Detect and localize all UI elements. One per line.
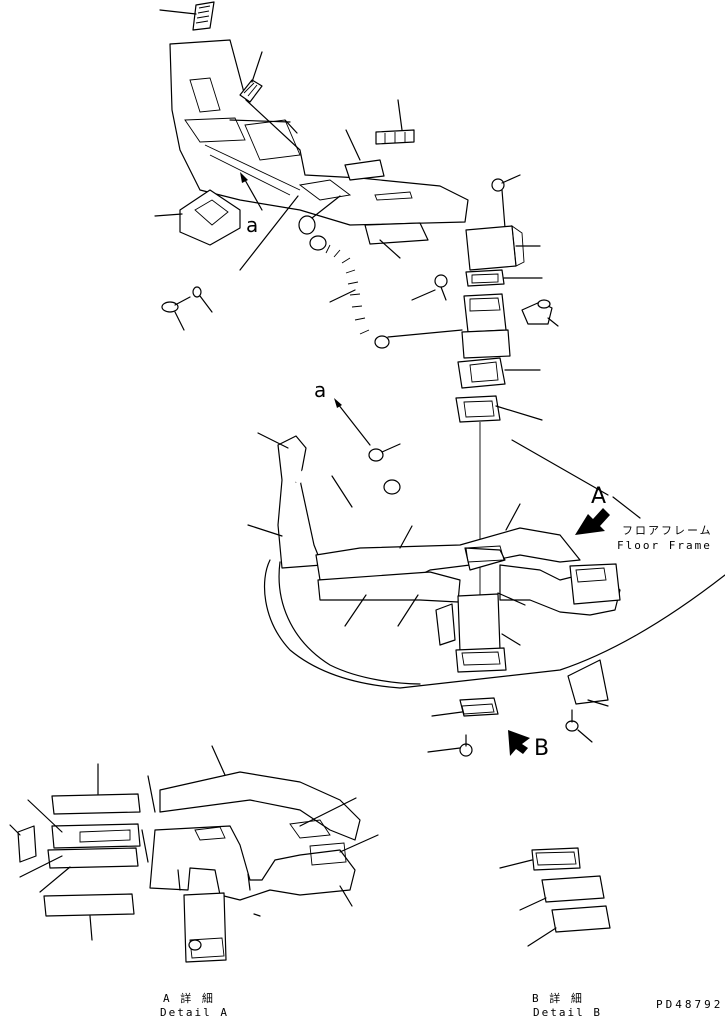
bolt-washer-upper bbox=[161, 286, 213, 331]
view-arrow-a bbox=[575, 508, 610, 535]
detail-a-drawing bbox=[9, 745, 379, 963]
flex-hose-upper bbox=[309, 235, 463, 349]
detail-a-en: Detail A bbox=[160, 1006, 229, 1019]
right-upper-components bbox=[411, 174, 559, 650]
ref-arrow-lower bbox=[334, 398, 401, 462]
detail-b-drawing bbox=[499, 847, 611, 947]
side-grille bbox=[239, 51, 263, 103]
floor-frame-jp: フロアフレーム bbox=[622, 524, 713, 537]
detail-b-en: Detail B bbox=[533, 1006, 602, 1019]
detail-b-jp: B 詳 細 bbox=[532, 992, 584, 1005]
floor-duct-assembly bbox=[247, 432, 725, 689]
upper-grille-pair bbox=[344, 99, 415, 201]
flat-duct-upper bbox=[364, 222, 429, 259]
hose-clip bbox=[298, 195, 341, 235]
left-bracket bbox=[154, 189, 241, 246]
lower-connector-set bbox=[427, 659, 609, 757]
ref-arrow-upper bbox=[239, 172, 299, 271]
ref-a-upper-label: a bbox=[246, 213, 259, 237]
view-a-label: A bbox=[591, 484, 607, 509]
drawing-number: PD48792 bbox=[656, 998, 724, 1011]
floor-frame-en: Floor Frame bbox=[617, 539, 712, 552]
ref-a-lower-label: a bbox=[314, 378, 327, 402]
view-arrow-b bbox=[508, 730, 530, 756]
detail-a-jp: A 詳 細 bbox=[163, 992, 215, 1005]
top-vent-grille bbox=[159, 1, 215, 31]
view-b-label: B bbox=[534, 736, 550, 761]
